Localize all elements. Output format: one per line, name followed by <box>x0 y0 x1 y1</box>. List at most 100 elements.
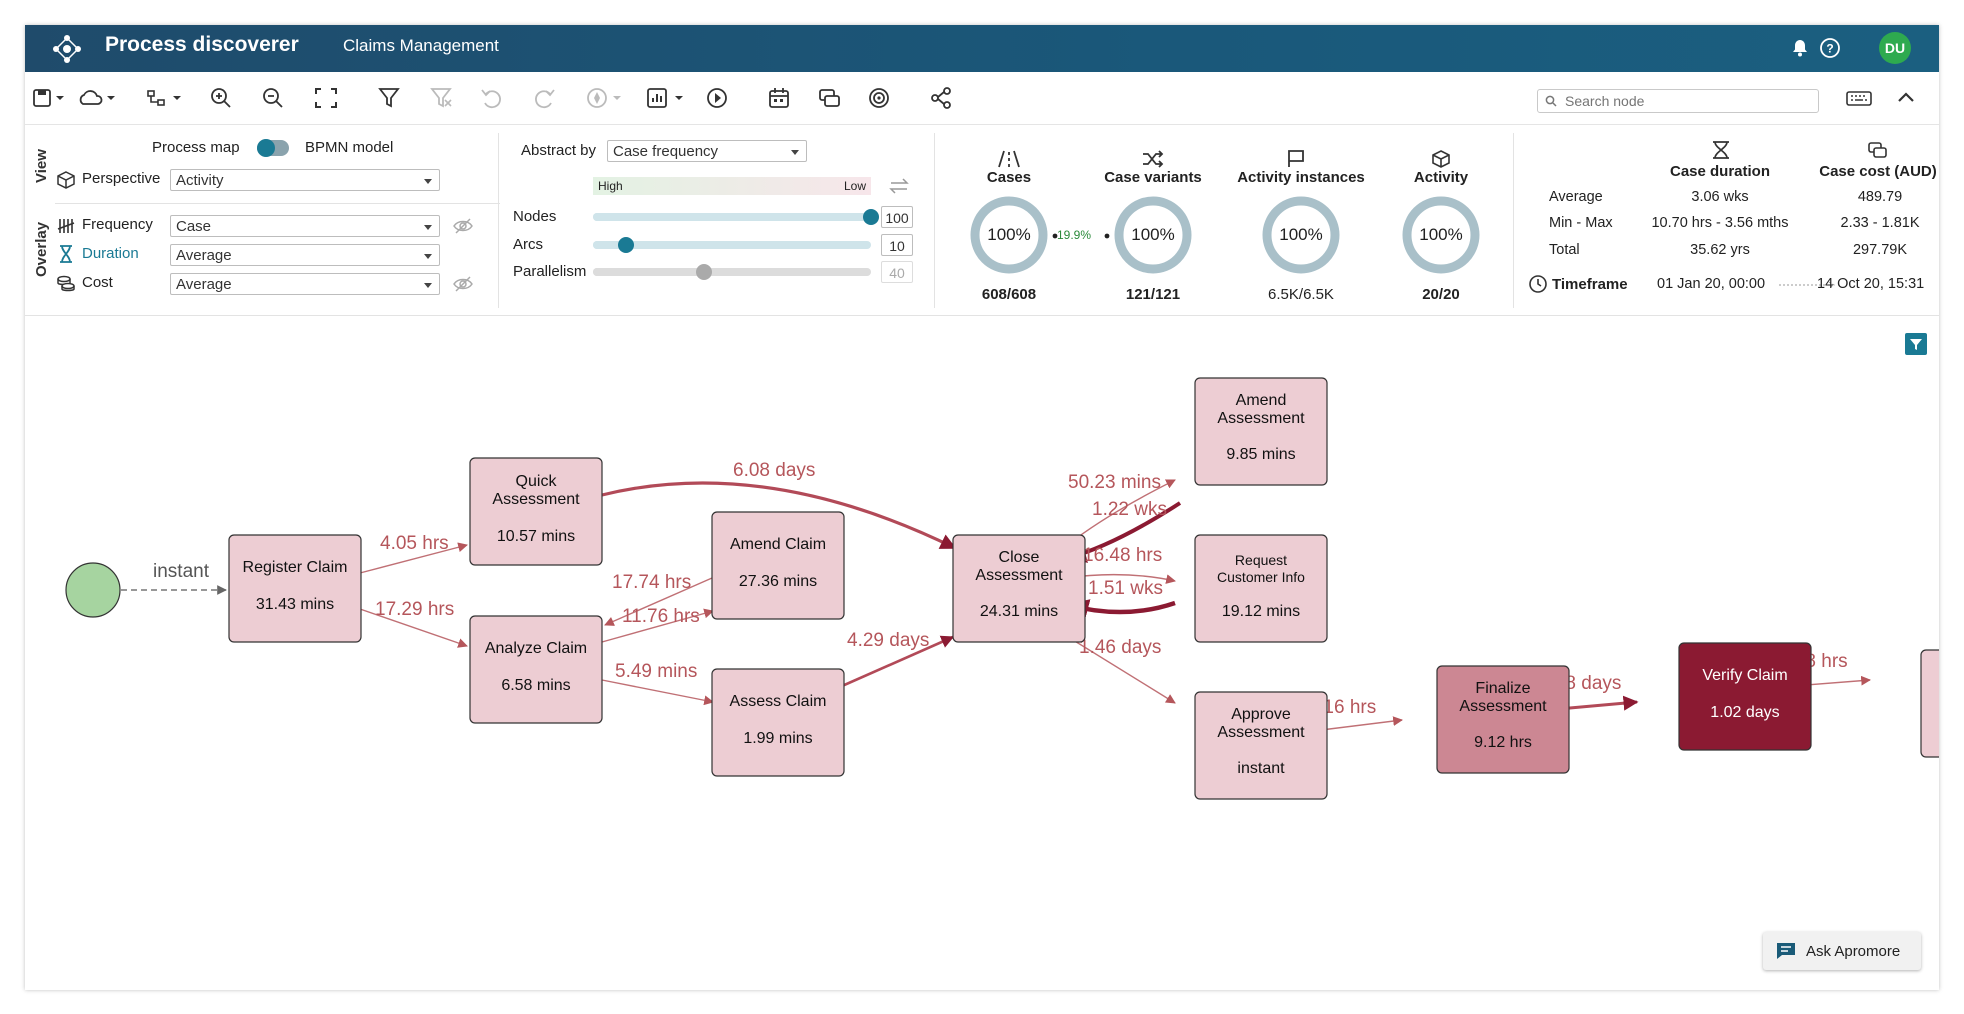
cost-button[interactable] <box>817 84 843 112</box>
notification-bell-icon[interactable] <box>1789 37 1811 59</box>
redo-button[interactable] <box>531 84 557 112</box>
node-duration: 31.43 mins <box>256 596 334 613</box>
node-assess-claim[interactable]: Assess Claim 1.99 mins <box>711 668 845 777</box>
start-node[interactable] <box>65 562 121 618</box>
process-map-canvas[interactable]: instant 4.05 hrs 17.29 hrs 6.08 days 17.… <box>25 325 1939 925</box>
nodes-value-input[interactable]: 100 <box>881 206 913 228</box>
abstract-by-select[interactable]: Case frequency <box>607 140 807 162</box>
edge-quick-close[interactable] <box>601 481 957 550</box>
frequency-select[interactable]: Case <box>170 215 440 237</box>
share-button[interactable] <box>929 84 955 112</box>
edge-assess-close[interactable] <box>832 635 955 692</box>
frequency-visibility-icon[interactable] <box>452 217 474 235</box>
edge-label: 5.49 mins <box>615 661 697 682</box>
zoom-out-button[interactable] <box>261 84 287 112</box>
cost-coins-icon <box>57 275 75 292</box>
duration-value: Average <box>176 247 232 264</box>
node-close-assessment[interactable]: Close Assessment 24.31 mins <box>952 534 1086 643</box>
node-duration: 27.36 mins <box>739 573 817 590</box>
parallelism-label: Parallelism <box>513 263 587 280</box>
calendar-button[interactable] <box>767 84 793 112</box>
node-approve-assessment[interactable]: Approve Assessment instant <box>1194 691 1328 800</box>
edge-label: 4.29 days <box>847 630 929 651</box>
timeframe-range-arrow <box>1779 281 1835 289</box>
view-section-label: View <box>33 149 50 183</box>
slider-handle[interactable] <box>618 237 635 253</box>
summary-duration-value: 10.70 hrs - 3.56 mths <box>1651 215 1789 231</box>
summary-cost-value: 489.79 <box>1857 189 1903 205</box>
panel-divider <box>1513 133 1514 308</box>
layout-button[interactable] <box>145 84 185 112</box>
slider-handle[interactable] <box>863 209 879 225</box>
cost-select[interactable]: Average <box>170 273 440 295</box>
fit-screen-button[interactable] <box>313 84 339 112</box>
ask-apromore-label: Ask Apromore <box>1806 942 1901 960</box>
parallelism-value-input[interactable]: 40 <box>881 261 913 283</box>
perspective-cube-icon <box>57 171 75 189</box>
nodes-slider[interactable] <box>593 209 879 225</box>
top-header: Process discoverer Claims Management ? D… <box>25 25 1939 72</box>
search-node-box[interactable] <box>1537 89 1819 113</box>
edge-close-approve[interactable] <box>1064 634 1176 704</box>
zoom-in-button[interactable] <box>209 84 235 112</box>
node-label: Quick <box>516 473 558 490</box>
node-quick-assessment[interactable]: Quick Assessment 10.57 mins <box>469 457 603 566</box>
case-cost-icon <box>1868 142 1887 158</box>
overlay-section-label: Overlay <box>33 221 50 277</box>
panel-divider <box>55 203 500 204</box>
view-mode-toggle[interactable] <box>257 139 289 157</box>
clear-filter-button[interactable] <box>429 84 455 112</box>
user-avatar[interactable]: DU <box>1879 32 1911 64</box>
node-label: Register Claim <box>243 559 348 576</box>
edge-register-quick[interactable] <box>359 542 468 574</box>
node-amend-claim[interactable]: Amend Claim 27.36 mins <box>711 511 845 620</box>
summary-row-label: Average <box>1549 189 1603 205</box>
search-node-input[interactable] <box>1563 92 1807 110</box>
edge-analyze-amend-claim[interactable] <box>601 608 714 643</box>
perspective-select[interactable]: Activity <box>170 169 440 191</box>
node-label: Assessment <box>1459 698 1547 715</box>
undo-button[interactable] <box>479 84 505 112</box>
slider-fill <box>593 213 871 221</box>
node-request-customer-info[interactable]: Request Customer Info 19.12 mins <box>1194 534 1328 643</box>
node-duration: 24.31 mins <box>980 603 1058 620</box>
edge-label: 1.22 wks <box>1092 499 1167 520</box>
case-cost-header: Case cost (AUD) <box>1819 163 1937 180</box>
save-button[interactable] <box>31 84 65 112</box>
help-icon[interactable]: ? <box>1819 37 1841 59</box>
animation-settings-button[interactable] <box>585 84 625 112</box>
perspective-label: Perspective <box>82 170 161 187</box>
panel-bottom-divider <box>25 315 1939 316</box>
chat-bubble-icon <box>1777 943 1795 959</box>
arcs-value-input[interactable]: 10 <box>881 234 913 256</box>
cloud-upload-button[interactable] <box>77 84 117 112</box>
edge-amend-claim-analyze[interactable] <box>604 577 713 626</box>
chart-view-button[interactable] <box>645 84 689 112</box>
apromore-logo-icon[interactable] <box>52 34 82 64</box>
cost-visibility-icon[interactable] <box>452 275 474 293</box>
edge-register-analyze[interactable] <box>359 608 468 648</box>
slider-handle[interactable] <box>696 264 713 280</box>
case-duration-icon <box>1713 141 1729 159</box>
keyboard-shortcuts-button[interactable] <box>1845 84 1873 112</box>
bpmn-model-toggle-label: BPMN model <box>305 139 394 156</box>
ask-apromore-button[interactable]: Ask Apromore <box>1763 932 1921 970</box>
node-analyze-claim[interactable]: Analyze Claim 6.58 mins <box>469 615 603 724</box>
node-finalize-assessment[interactable]: Finalize Assessment 9.12 hrs <box>1436 665 1570 774</box>
node-amend-assessment[interactable]: Amend Assessment 9.85 mins <box>1194 377 1328 486</box>
node-label: Assessment <box>492 491 580 508</box>
node-register-claim[interactable]: Register Claim 31.43 mins <box>228 534 362 643</box>
filter-button[interactable] <box>377 84 403 112</box>
node-verify-claim[interactable]: Verify Claim 1.02 days <box>1678 642 1812 751</box>
arcs-slider[interactable] <box>593 237 871 253</box>
edge-label: 17.29 hrs <box>375 599 454 620</box>
edge-analyze-assess[interactable] <box>601 679 714 706</box>
filter-badge-icon[interactable] <box>1905 333 1927 355</box>
play-animation-button[interactable] <box>705 84 731 112</box>
target-button[interactable] <box>867 84 893 112</box>
parallelism-slider[interactable] <box>593 264 871 280</box>
collapse-panel-button[interactable] <box>1895 84 1917 112</box>
swap-direction-icon[interactable] <box>888 177 910 195</box>
duration-select[interactable]: Average <box>170 244 440 266</box>
node-offscreen-partial[interactable] <box>1920 649 1939 758</box>
